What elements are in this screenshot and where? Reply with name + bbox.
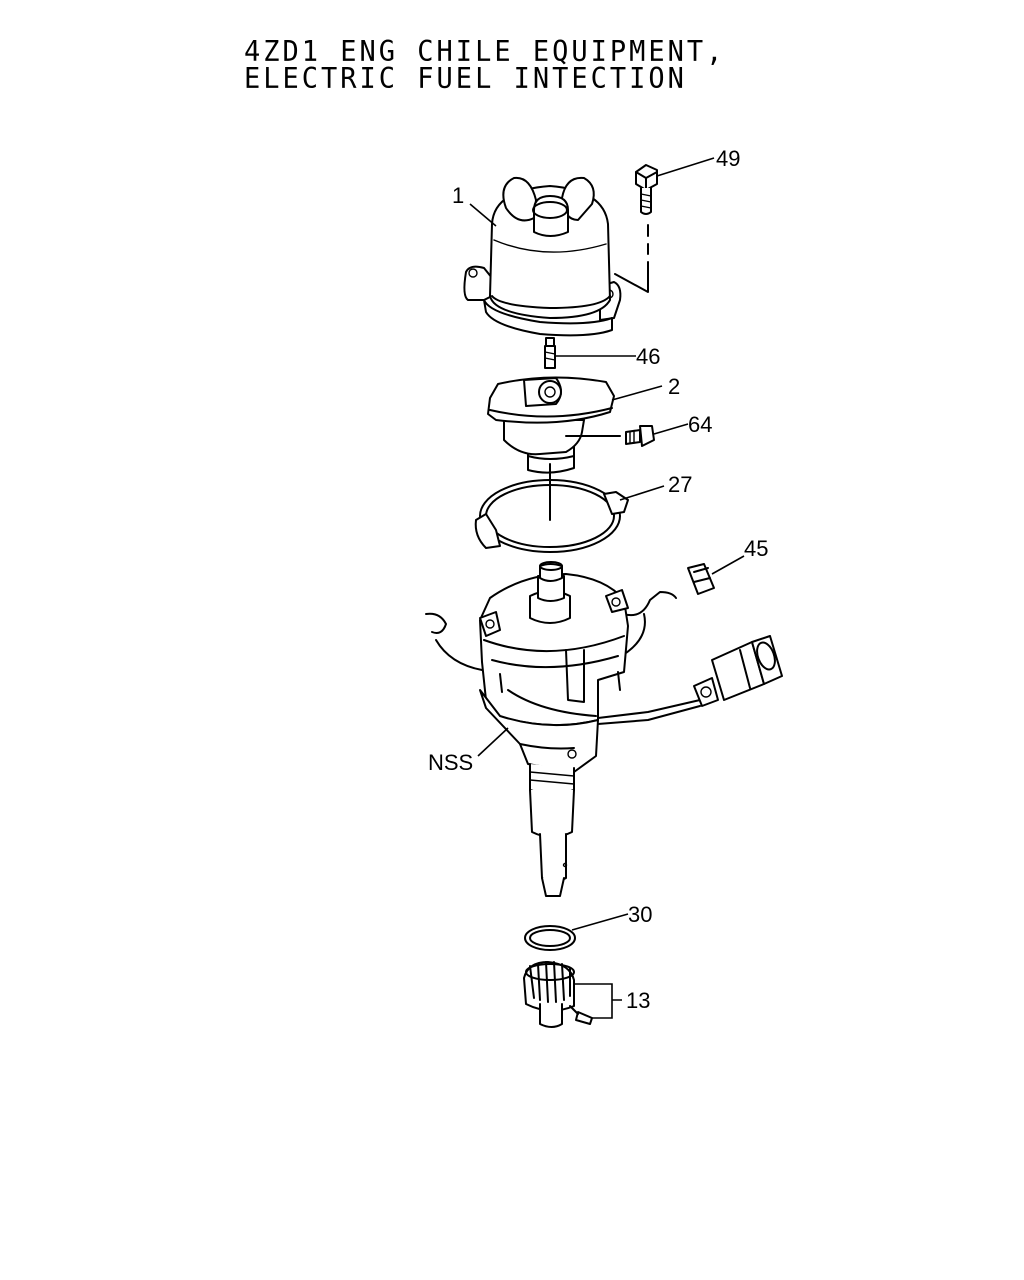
- title-line-2: ELECTRIC FUEL INTECTION: [244, 62, 687, 96]
- leader-1: [469, 203, 497, 227]
- leader-2: [611, 385, 663, 401]
- callout-64: 64: [688, 412, 712, 437]
- callout-45: 45: [744, 536, 768, 561]
- leader-13: [574, 983, 622, 1019]
- part-46-rotor-screw: [544, 337, 556, 369]
- leader-30: [571, 913, 629, 931]
- title-line-1: 4ZD1 ENG CHILE EQUIPMENT,: [244, 35, 726, 69]
- callout-49: 49: [716, 146, 740, 171]
- callout-nss: NSS: [428, 750, 473, 775]
- part-13-drive-gear: [523, 961, 593, 1028]
- callout-27: 27: [668, 472, 692, 497]
- part-45-grommet: [687, 563, 715, 595]
- part-64-screw: [625, 425, 655, 447]
- diagram-title: 4ZD1 ENG CHILE EQUIPMENT, ELECTRIC FUEL …: [244, 35, 726, 96]
- part-30-o-ring: [524, 925, 576, 951]
- callout-2: 2: [668, 374, 680, 399]
- leader-nss: [477, 727, 509, 757]
- part-2-rotor-assembly: [487, 376, 621, 474]
- callout-30: 30: [628, 902, 652, 927]
- leader-45: [711, 555, 745, 575]
- callout-46: 46: [636, 344, 660, 369]
- callout-1: 1: [452, 183, 464, 208]
- distributor-housing-nss: [425, 561, 783, 897]
- part-49-screw: [614, 164, 658, 293]
- leader-27: [619, 485, 665, 501]
- leader-49: [656, 157, 715, 177]
- callout-13: 13: [626, 988, 650, 1013]
- part-1-distributor-cap: [463, 176, 622, 337]
- leader-64: [653, 423, 689, 435]
- part-27-retaining-ring: [474, 463, 629, 553]
